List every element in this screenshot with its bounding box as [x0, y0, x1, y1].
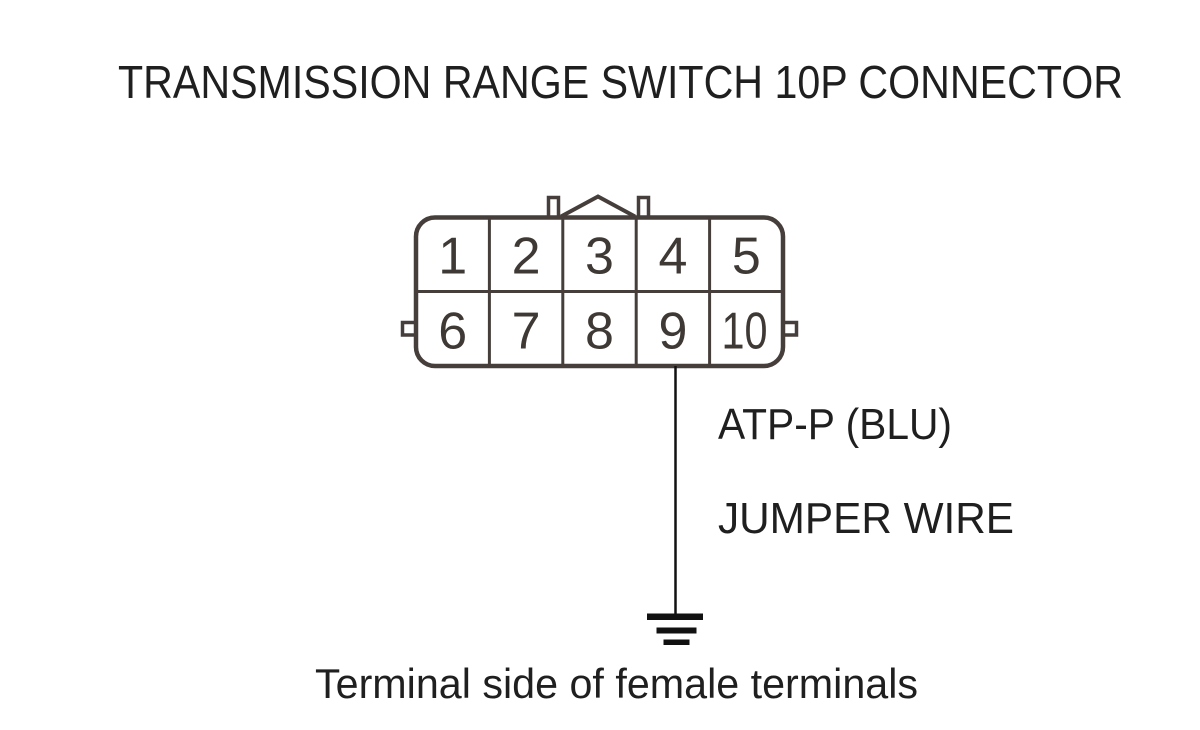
pin-6: 6	[438, 303, 467, 361]
ground-bar-middle	[656, 627, 697, 634]
pin-1: 1	[438, 228, 467, 286]
diagram-title: TRANSMISSION RANGE SWITCH 10P CONNECTOR	[118, 56, 1123, 108]
pin-8: 8	[585, 303, 614, 361]
ground-bar-bottom	[663, 639, 690, 645]
pin-9: 9	[658, 303, 687, 361]
latch-roof-peak	[560, 194, 636, 219]
pin-7: 7	[512, 303, 541, 361]
diagram-caption: Terminal side of female terminals	[315, 660, 918, 707]
wire-name-label: ATP-P (BLU)	[718, 400, 952, 449]
pin-10: 10	[722, 303, 768, 361]
pin-3: 3	[585, 228, 614, 286]
pin-5: 5	[732, 228, 761, 286]
latch-right-tab	[636, 195, 651, 220]
pin-4: 4	[658, 228, 687, 286]
jumper-wire-label: JUMPER WIRE	[718, 494, 1014, 543]
pin-2: 2	[512, 228, 541, 286]
latch-left-tab	[546, 195, 561, 220]
connector-latch	[546, 194, 651, 220]
ground-symbol-icon	[647, 613, 703, 645]
ground-bar-top	[647, 613, 703, 620]
connector-body: 1 2 3 4 5 6 7 8 9 10	[413, 215, 786, 369]
